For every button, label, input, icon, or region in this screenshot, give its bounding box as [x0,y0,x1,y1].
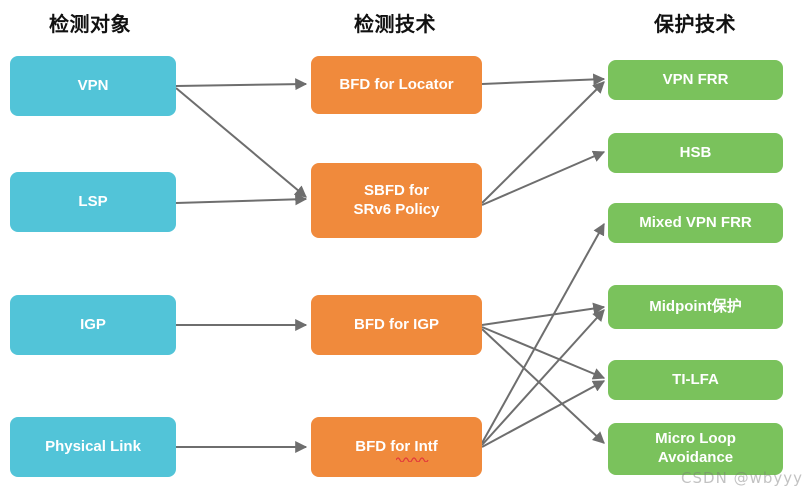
node-mixed-vpn-frr-label: Mixed VPN FRR [639,213,752,231]
node-micro-loop-avoidance-label: Micro Loop Avoidance [614,430,777,468]
edge-bfd-locator-to-vpn-frr [481,73,606,86]
node-lsp[interactable]: LSP [10,172,176,232]
edge-bfd-intf-to-midpoint [481,309,605,446]
node-vpn-label: VPN [77,76,109,94]
edge-vpn-to-sbfd [175,87,307,198]
node-micro-loop-line-1: Micro Loop [655,430,736,448]
node-lsp-label: LSP [78,192,108,210]
edge-vpn-to-bfd-locator [175,78,308,91]
column-header-protect-tech: 保护技术 [654,14,736,36]
node-igp[interactable]: IGP [10,295,176,355]
node-ti-lfa-label: TI-LFA [672,370,719,388]
node-sbfd-for-srv6-policy-label: SBFD for SRv6 Policy [317,182,476,220]
node-mixed-vpn-frr[interactable]: Mixed VPN FRR [608,203,783,243]
node-bfd-for-intf[interactable]: BFD for Intf [311,417,482,477]
node-sbfd-line-2: SRv6 Policy [353,200,440,218]
node-micro-loop-line-2: Avoidance [657,449,734,466]
node-vpn[interactable]: VPN [10,56,176,116]
node-bfd-for-igp-label: BFD for IGP [354,315,439,333]
edge-bfd-igp-to-midpoint [481,302,606,326]
node-midpoint-protection[interactable]: Midpoint保护 [608,285,783,329]
edge-bfd-intf-to-ti-lfa [481,380,606,448]
node-sbfd-for-srv6-policy[interactable]: SBFD for SRv6 Policy [311,163,482,238]
watermark: CSDN @wbyyy [681,469,803,487]
node-sbfd-line-1: SBFD for [364,181,429,199]
node-physical-link-label: Physical Link [45,437,141,455]
edge-sbfd-to-vpn-frr [481,81,605,204]
column-header-detect-tech: 检测技术 [354,14,436,36]
node-vpn-frr-label: VPN FRR [662,70,729,88]
column-header-detect-object: 检测对象 [49,14,131,36]
node-hsb[interactable]: HSB [608,133,783,173]
node-vpn-frr[interactable]: VPN FRR [608,60,783,100]
node-hsb-label: HSB [679,143,712,161]
node-bfd-for-locator-label: BFD for Locator [339,75,454,93]
edge-bfd-igp-to-micro-loop [481,328,605,444]
node-bfd-for-intf-label: BFD for Intf [355,437,438,455]
edge-bfd-igp-to-ti-lfa [481,326,606,380]
edge-bfd-intf-to-mixed-vpn-frr [481,222,605,444]
node-ti-lfa[interactable]: TI-LFA [608,360,783,400]
node-micro-loop-avoidance[interactable]: Micro Loop Avoidance [608,423,783,475]
edge-lsp-to-sbfd [175,193,308,206]
node-physical-link[interactable]: Physical Link [10,417,176,477]
node-bfd-for-igp[interactable]: BFD for IGP [311,295,482,355]
node-igp-label: IGP [80,315,106,333]
node-midpoint-protection-label: Midpoint保护 [649,297,742,315]
node-bfd-for-locator[interactable]: BFD for Locator [311,56,482,114]
edge-sbfd-to-hsb [481,150,606,206]
